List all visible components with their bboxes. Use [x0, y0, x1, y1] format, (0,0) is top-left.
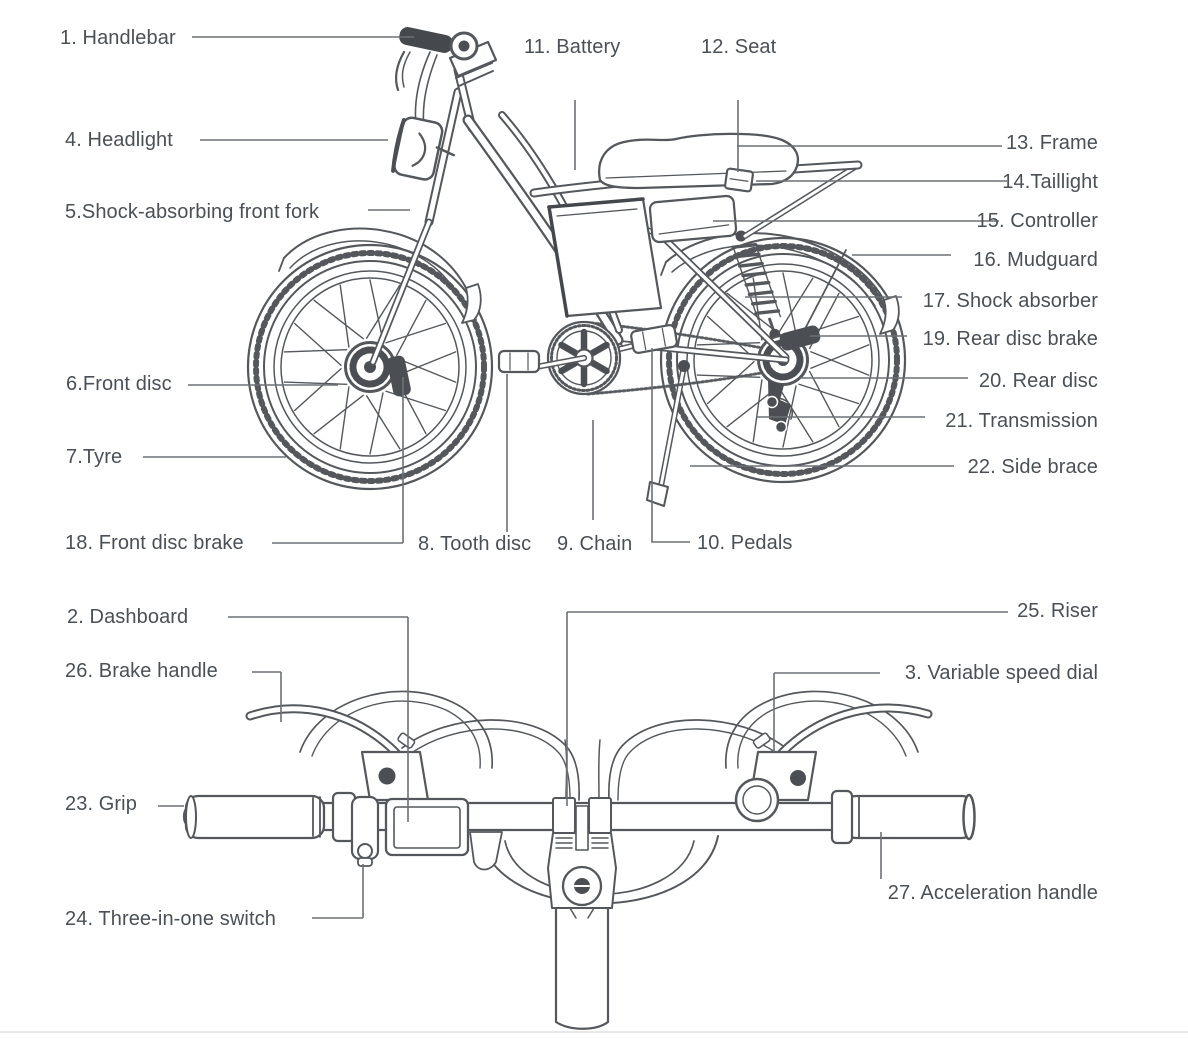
label-shock-absorber: 17. Shock absorber — [922, 290, 1098, 312]
label-front-disc: 6.Front disc — [66, 373, 172, 395]
label-handlebar: 1. Handlebar — [60, 27, 176, 49]
label-pedals: 10. Pedals — [697, 532, 793, 554]
label-controller: 15. Controller — [976, 210, 1098, 232]
label-variable-speed-dial: 3. Variable speed dial — [904, 662, 1098, 684]
label-chain: 9. Chain — [557, 533, 633, 555]
headlight — [391, 116, 455, 181]
cables-front — [299, 690, 919, 801]
controller — [648, 194, 738, 244]
label-brake-handle: 26. Brake handle — [65, 660, 218, 682]
label-transmission: 21. Transmission — [945, 410, 1098, 432]
shock-absorber — [731, 230, 782, 340]
cable-hanger — [469, 831, 503, 871]
label-rear-disc-brake: 19. Rear disc brake — [922, 328, 1098, 350]
rear-disc-brake-caliper — [779, 325, 821, 351]
seat — [597, 132, 800, 190]
label-front-fork: 5.Shock-absorbing front fork — [65, 201, 320, 223]
front-disc — [345, 342, 395, 392]
handlebar-side — [394, 27, 498, 92]
page-bottom-rule — [0, 1031, 1188, 1033]
label-front-disc-brake: 18. Front disc brake — [65, 532, 244, 554]
front-mudguard — [278, 227, 482, 324]
label-taillight: 14.Taillight — [1002, 171, 1098, 193]
label-rear-disc: 20. Rear disc — [978, 370, 1098, 392]
label-riser: 25. Riser — [1017, 600, 1098, 622]
label-headlight: 4. Headlight — [65, 129, 173, 151]
label-dashboard: 2. Dashboard — [67, 606, 189, 628]
left-grip — [184, 791, 357, 843]
left-brake-handle — [245, 704, 430, 802]
battery — [547, 197, 663, 318]
variable-speed-dial — [734, 777, 780, 823]
label-acceleration-handle: 27. Acceleration handle — [887, 882, 1098, 904]
label-grip: 23. Grip — [65, 793, 137, 815]
riser-stem — [547, 832, 617, 1030]
acceleration-handle-grip — [830, 789, 976, 845]
label-tyre: 7.Tyre — [66, 446, 123, 468]
transmission-derailleur — [765, 380, 791, 434]
handlebar-front-view-drawing — [182, 690, 976, 1030]
label-frame: 13. Frame — [1005, 132, 1098, 154]
three-in-one-switch — [350, 795, 380, 867]
front-disc-brake-caliper — [387, 355, 411, 397]
dashboard — [384, 797, 470, 857]
tooth-disc-and-pedals — [497, 320, 678, 396]
right-brake-handle — [748, 703, 933, 802]
label-three-in-one-switch: 24. Three-in-one switch — [65, 908, 276, 930]
taillight — [724, 167, 754, 193]
label-side-brace: 22. Side brace — [967, 456, 1098, 478]
front-fork — [369, 87, 463, 366]
label-seat: 12. Seat — [701, 36, 777, 58]
label-battery: 11. Battery — [524, 36, 621, 58]
stem-clamps — [552, 797, 612, 851]
bike-side-view-drawing — [248, 27, 905, 507]
leader-lines — [143, 36, 1008, 919]
label-mudguard: 16. Mudguard — [973, 249, 1098, 271]
label-tooth-disc: 8. Tooth disc — [418, 533, 532, 555]
